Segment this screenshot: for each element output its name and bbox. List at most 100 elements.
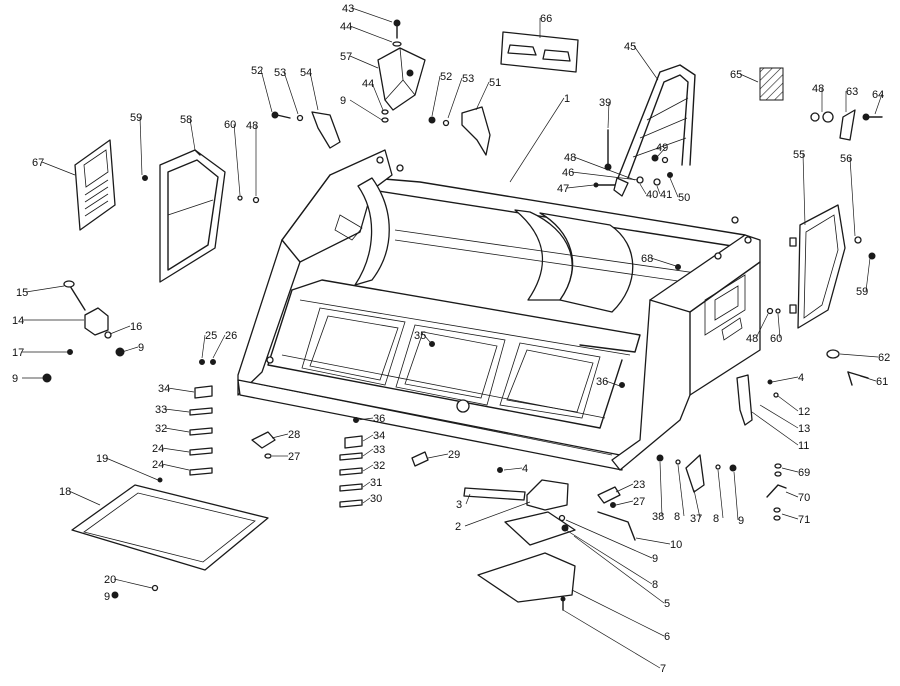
leader-line-13 [759, 404, 799, 429]
part-label-44b: 44 [362, 78, 374, 90]
leader-line-52b [431, 75, 441, 117]
part-label-41: 41 [660, 189, 672, 201]
part-label-3: 3 [456, 499, 462, 511]
part-label-10: 10 [670, 539, 682, 551]
part-label-55: 55 [793, 149, 805, 161]
leader-line-58 [189, 118, 196, 151]
part-label-47: 47 [557, 183, 569, 195]
part-label-8c: 8 [652, 579, 658, 591]
part-label-14: 14 [12, 315, 24, 327]
loose-parts [42, 19, 883, 611]
part-label-9a: 9 [340, 95, 346, 107]
part-label-67: 67 [32, 157, 44, 169]
main-frame [237, 149, 761, 471]
part-label-63: 63 [846, 86, 858, 98]
leader-line-4b [503, 467, 523, 471]
leader-line-39 [607, 101, 610, 129]
leader-line-9a [349, 99, 383, 121]
leader-line-37 [693, 489, 701, 519]
part-label-24a: 24 [152, 443, 164, 455]
part-label-48a: 48 [812, 83, 824, 95]
leader-line-11 [751, 411, 799, 446]
leader-line-57 [349, 55, 379, 69]
leader-line-47 [566, 184, 595, 189]
leader-line-53b [447, 77, 463, 119]
leader-line-4a [771, 376, 799, 383]
part-label-15: 15 [16, 287, 28, 299]
part-label-16: 16 [130, 321, 142, 333]
leader-line-2 [464, 501, 531, 527]
leader-line-59a [139, 116, 143, 176]
leader-line-25 [201, 334, 206, 359]
leader-line-68 [650, 257, 677, 267]
leader-line-34b [362, 434, 374, 442]
leader-line-31 [362, 481, 371, 488]
leader-line-32b [362, 464, 374, 472]
part-label-68: 68 [641, 253, 653, 265]
part-label-65: 65 [730, 69, 742, 81]
leader-line-33a [164, 408, 190, 413]
part-label-39: 39 [599, 97, 611, 109]
leader-line-32a [164, 427, 190, 433]
leader-line-43 [351, 7, 393, 23]
leader-line-27b [615, 500, 634, 506]
leader-line-65 [739, 73, 759, 83]
leader-line-46 [571, 171, 639, 181]
leader-line-8b [717, 469, 724, 519]
leader-line-52a [260, 69, 273, 113]
part-label-6: 6 [664, 631, 670, 643]
leader-line-45 [633, 45, 659, 81]
part-label-26: 26 [225, 330, 237, 342]
part-label-12: 12 [798, 406, 810, 418]
part-label-43: 43 [342, 3, 354, 15]
part-label-2: 2 [455, 521, 461, 533]
part-label-62: 62 [878, 352, 890, 364]
part-label-7: 7 [660, 663, 666, 675]
leader-line-33b [362, 448, 374, 457]
leader-line-6 [571, 589, 665, 637]
part-label-28: 28 [288, 429, 300, 441]
leader-line-55 [802, 153, 806, 226]
leader-line-12 [777, 395, 799, 412]
part-label-33b: 33 [373, 444, 385, 456]
leader-line-8c [565, 529, 653, 585]
part-label-4b: 4 [522, 463, 528, 475]
leader-line-24a [161, 447, 190, 453]
part-label-13: 13 [798, 423, 810, 435]
leader-line-54 [309, 71, 319, 111]
leader-line-60a [233, 123, 241, 196]
part-label-9f: 9 [104, 591, 110, 603]
leader-line-18 [68, 490, 101, 506]
leader-line-44a [349, 25, 393, 43]
leader-line-26 [212, 334, 226, 359]
part-label-34a: 34 [158, 383, 170, 395]
leader-line-19 [105, 457, 159, 481]
leader-line-49 [656, 146, 667, 158]
part-label-48c: 48 [564, 152, 576, 164]
leader-line-51 [475, 81, 490, 111]
leader-line-30 [362, 497, 371, 504]
leader-line-16 [109, 325, 131, 335]
part-label-34b: 34 [373, 430, 385, 442]
part-label-9d: 9 [738, 515, 744, 527]
part-label-52b: 52 [440, 71, 452, 83]
part-label-59b: 59 [856, 286, 868, 298]
part-label-32a: 32 [155, 423, 167, 435]
part-label-59a: 59 [130, 112, 142, 124]
part-label-53a: 53 [274, 67, 286, 79]
part-label-51: 51 [489, 77, 501, 89]
part-label-48b: 48 [246, 120, 258, 132]
part-label-8b: 8 [713, 513, 719, 525]
part-label-30: 30 [370, 493, 382, 505]
leader-line-36a [605, 380, 621, 387]
leader-line-35 [423, 334, 431, 343]
leader-lines [22, 7, 883, 669]
leader-line-9b [121, 346, 139, 353]
part-label-24b: 24 [152, 459, 164, 471]
leader-line-8a [677, 464, 685, 517]
part-label-29: 29 [448, 449, 460, 461]
part-label-20: 20 [104, 574, 116, 586]
leader-line-20 [113, 578, 153, 589]
leader-line-34a [167, 387, 195, 393]
